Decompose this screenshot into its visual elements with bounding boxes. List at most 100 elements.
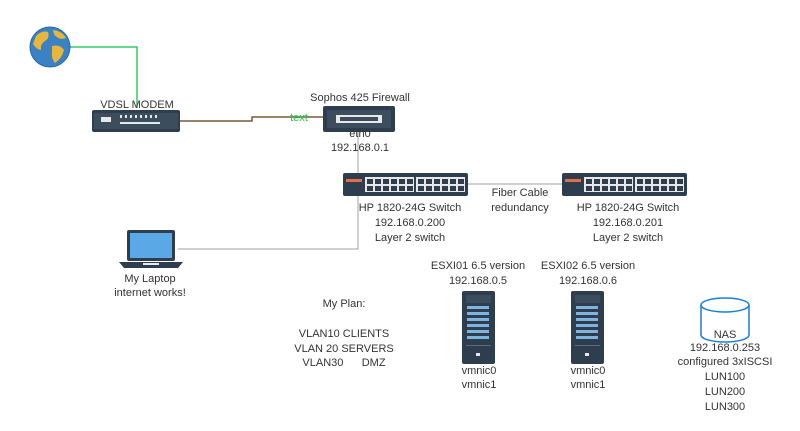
- switch-2-ip: 192.168.0.201: [592, 217, 664, 229]
- switch-port: [586, 186, 592, 191]
- server-drive-bay: [576, 336, 598, 339]
- internet-modem-link: [70, 46, 138, 108]
- nas-ip: 192.168.0.253: [689, 342, 761, 354]
- server-divider: [575, 345, 600, 346]
- switch-port: [637, 179, 643, 184]
- laptop-switch1-link: [178, 196, 359, 250]
- esxi01-ip: 192.168.0.5: [448, 275, 508, 287]
- server-drive-bay: [576, 324, 598, 327]
- switch-1-device: [343, 173, 468, 196]
- switch-port: [618, 179, 624, 184]
- switch-port: [442, 179, 448, 184]
- modem-title: VDSL MODEM: [100, 99, 174, 111]
- switch-port: [645, 186, 651, 191]
- switch-port: [626, 179, 632, 184]
- fiber-label-line2: redundancy: [491, 202, 549, 214]
- server-drive-bay: [467, 330, 489, 333]
- switch-port: [677, 186, 683, 191]
- switch-port: [653, 186, 659, 191]
- server-drive-bay: [467, 312, 489, 315]
- modem-firewall-link: [180, 116, 323, 122]
- switch-port: [450, 186, 456, 191]
- switch-port: [626, 186, 632, 191]
- esxi02-nic1: vmnic1: [570, 379, 606, 391]
- switch-port: [669, 186, 675, 191]
- server-power-led: [476, 353, 480, 356]
- firewall-interface: eth0: [349, 128, 371, 140]
- switch-1-model: HP 1820-24G Switch: [358, 202, 462, 214]
- esxi01-nic1: vmnic1: [461, 379, 497, 391]
- switch-port: [367, 179, 373, 184]
- switch-port: [586, 179, 592, 184]
- switch-port: [610, 179, 616, 184]
- switch-port: [383, 179, 389, 184]
- server-drive-bay: [576, 312, 598, 315]
- esxi01-nic0: vmnic0: [461, 365, 497, 377]
- esxi01-server-icon: [462, 291, 495, 364]
- esxi02-ip: 192.168.0.6: [558, 275, 618, 287]
- switch-port: [442, 186, 448, 191]
- nas-iscsi: configured 3xISCSI: [677, 356, 773, 368]
- switch-port: [653, 179, 659, 184]
- firewall-ip: 192.168.0.1: [330, 142, 390, 154]
- switch-port: [450, 179, 456, 184]
- switch-port: [669, 179, 675, 184]
- esxi02-server-icon: [571, 291, 604, 364]
- connector-label: text: [290, 112, 308, 124]
- nas-lun: LUN300: [704, 401, 746, 413]
- switch-port: [383, 186, 389, 191]
- modem-device: [92, 110, 180, 132]
- server-drive-bay: [467, 336, 489, 339]
- switch-port: [434, 186, 440, 191]
- plan-vlan-item: VLAN 20 SERVERS: [294, 343, 394, 355]
- switch-status-leds: [346, 179, 362, 182]
- server-drive-bay: [467, 324, 489, 327]
- server-drive-bay: [576, 318, 598, 321]
- nas-title: NAS: [713, 329, 737, 341]
- switch-port: [426, 186, 432, 191]
- switch-1-ip: 192.168.0.200: [374, 217, 446, 229]
- esxi01-title: ESXI01 6.5 version: [430, 260, 526, 272]
- esxi02-nic0: vmnic0: [570, 365, 606, 377]
- switch-1-layer: Layer 2 switch: [374, 232, 446, 244]
- switch-port: [458, 179, 464, 184]
- server-drive-bay: [576, 330, 598, 333]
- switch-port: [618, 186, 624, 191]
- fiber-label-line1: Fiber Cable: [491, 187, 549, 199]
- switch-port: [426, 179, 432, 184]
- laptop-label-line2: internet works!: [114, 287, 186, 299]
- switch-port: [399, 179, 405, 184]
- switch-port: [661, 186, 667, 191]
- laptop-label-line1: My Laptop: [124, 273, 176, 285]
- nas-lun: LUN200: [704, 386, 746, 398]
- server-top-panel: [466, 295, 491, 303]
- server-drive-bay: [467, 306, 489, 309]
- plan-vlan-item: VLAN10 CLIENTS: [298, 328, 390, 340]
- switch-port: [610, 186, 616, 191]
- server-drive-bay: [576, 306, 598, 309]
- plan-vlan-item: VLAN30 DMZ: [302, 357, 386, 369]
- switch-port: [594, 186, 600, 191]
- switch-port: [602, 186, 608, 191]
- switch-port: [594, 179, 600, 184]
- switch-port: [407, 179, 413, 184]
- switch-2-model: HP 1820-24G Switch: [576, 202, 680, 214]
- switch-port: [367, 186, 373, 191]
- switch-port: [375, 179, 381, 184]
- switch-port: [677, 179, 683, 184]
- firewall-title: Sophos 425 Firewall: [310, 92, 410, 104]
- laptop-icon: [119, 230, 183, 268]
- server-divider: [466, 345, 491, 346]
- switch-2-device: [562, 173, 687, 196]
- switch-port: [407, 186, 413, 191]
- plan-title: My Plan:: [322, 298, 366, 310]
- switch-port: [637, 186, 643, 191]
- switch-status-leds: [565, 179, 581, 182]
- firewall-device: [323, 106, 395, 132]
- switch-port: [602, 179, 608, 184]
- nas-lun: LUN100: [704, 371, 746, 383]
- switch-port: [418, 179, 424, 184]
- server-power-led: [585, 353, 589, 356]
- switch-port: [391, 179, 397, 184]
